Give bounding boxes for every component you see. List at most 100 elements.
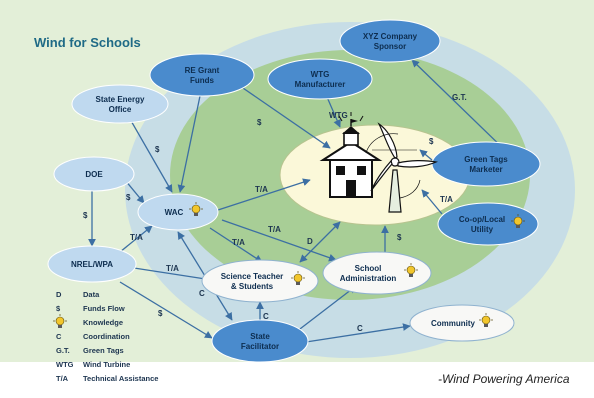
node-label: School (355, 264, 382, 273)
edge-labels: G.T. $ T/A $ WTG $ $ $ T/A T/A $ T/A T/A… (83, 93, 467, 333)
node-xyz-company-sponsor[interactable]: XYZ Company Sponsor (339, 19, 441, 63)
node-label: Sponsor (374, 42, 406, 51)
edge-label: $ (83, 211, 88, 220)
node-label: Marketer (469, 165, 502, 174)
node-label: Science Teacher (221, 272, 284, 281)
legend-text: Knowledge (83, 318, 123, 327)
edge-label: T/A (268, 225, 281, 234)
edge-nrel-facilitator (119, 281, 213, 339)
edge-regrant-wac (177, 95, 201, 193)
node-shape (47, 245, 137, 283)
node-label: Administration (340, 274, 397, 283)
edge-label: WTG (329, 111, 348, 120)
legend: D Data $ Funds Flow Knowledge C Coordina… (53, 290, 158, 383)
edge-label: C (357, 324, 363, 333)
source-credit: -Wind Powering America (438, 372, 570, 386)
node-wac[interactable]: WAC (137, 193, 219, 231)
lightbulb-icon (291, 271, 305, 285)
node-state-energy-office[interactable]: State Energy Office (71, 84, 169, 124)
edge-label: D (307, 237, 313, 246)
node-label: Utility (471, 225, 494, 234)
node-shape (211, 319, 309, 363)
edge-label: $ (126, 193, 131, 202)
edge-energy-wac (129, 118, 173, 193)
legend-key: WTG (56, 360, 74, 369)
edge-regrant-school (239, 85, 331, 149)
node-label: Co-op/Local (459, 215, 505, 224)
node-label: Funds (190, 76, 215, 85)
node-label: Community (431, 319, 476, 328)
node-label: NREL/WPA (71, 260, 113, 269)
node-re-grant-funds[interactable]: RE Grant Funds (149, 53, 255, 97)
edge-label: $ (158, 309, 163, 318)
edge-doe-wac (124, 179, 145, 204)
node-shape (437, 202, 539, 246)
edge-nrel-wac (119, 225, 153, 253)
edge-utility-school (421, 189, 443, 215)
node-label: XYZ Company (363, 32, 418, 41)
node-co-op-local-utility[interactable]: Co-op/Local Utility (437, 202, 539, 246)
node-shape (71, 84, 169, 124)
legend-key: $ (56, 304, 61, 313)
node-shape (53, 156, 135, 192)
node-shape (149, 53, 255, 97)
edge-label: C (263, 312, 269, 321)
edge-facilitator-community (305, 323, 411, 343)
node-shape (409, 304, 515, 342)
edge-label: T/A (232, 238, 245, 247)
edge-science-school (299, 221, 341, 263)
node-label: & Students (231, 282, 274, 291)
node-nrel-wpa[interactable]: NREL/WPA (47, 245, 137, 283)
edge-label: T/A (166, 264, 179, 273)
edge-greentags-school (419, 149, 433, 161)
node-label: Green Tags (464, 155, 508, 164)
edge-label: G.T. (452, 93, 467, 102)
node-state-facilitator[interactable]: State Facilitator (211, 319, 309, 363)
lightbulb-icon (511, 214, 525, 228)
node-label: RE Grant (185, 66, 220, 75)
legend-text: Green Tags (83, 346, 124, 355)
school-icon (319, 112, 383, 198)
diagram-title: Wind for Schools (34, 35, 141, 50)
node-community[interactable]: Community (409, 304, 515, 342)
edge-label: T/A (440, 195, 453, 204)
legend-key: D (56, 290, 62, 299)
edge-label: $ (257, 118, 262, 127)
edges (88, 59, 511, 343)
edge-label: $ (155, 145, 160, 154)
node-shape (339, 19, 441, 63)
credit-strip (0, 362, 594, 393)
node-label: State Energy (96, 95, 145, 104)
legend-text: Wind Turbine (83, 360, 130, 369)
node-label: Facilitator (241, 342, 279, 351)
edge-label: T/A (130, 233, 143, 242)
node-label: State (250, 332, 270, 341)
edge-label: $ (397, 233, 402, 242)
node-shape (322, 251, 432, 295)
node-green-tags-marketer[interactable]: Green Tags Marketer (431, 141, 541, 187)
node-wtg-manufacturer[interactable]: WTG Manufacturer (267, 58, 373, 100)
edge-label: $ (429, 137, 434, 146)
node-shape (201, 259, 319, 303)
legend-key: T/A (56, 374, 69, 383)
node-science-teacher-students[interactable]: Science Teacher & Students (201, 259, 319, 303)
node-label: Office (109, 105, 132, 114)
node-label: WAC (165, 208, 184, 217)
node-shape (267, 58, 373, 100)
node-label: Manufacturer (295, 80, 346, 89)
lightbulb-icon (53, 314, 67, 328)
node-shape (137, 193, 219, 231)
edge-wtg-school (326, 96, 341, 128)
lightbulb-icon (404, 263, 418, 277)
node-school-administration[interactable]: School Administration (322, 251, 432, 295)
legend-text: Data (83, 290, 100, 299)
edge-facilitator-admin (295, 285, 357, 333)
edge-label: T/A (255, 185, 268, 194)
node-doe[interactable]: DOE (53, 156, 135, 192)
wind-turbine-icon (365, 122, 438, 213)
legend-key: G.T. (56, 346, 70, 355)
legend-text: Coordination (83, 332, 130, 341)
legend-text: Funds Flow (83, 304, 125, 313)
